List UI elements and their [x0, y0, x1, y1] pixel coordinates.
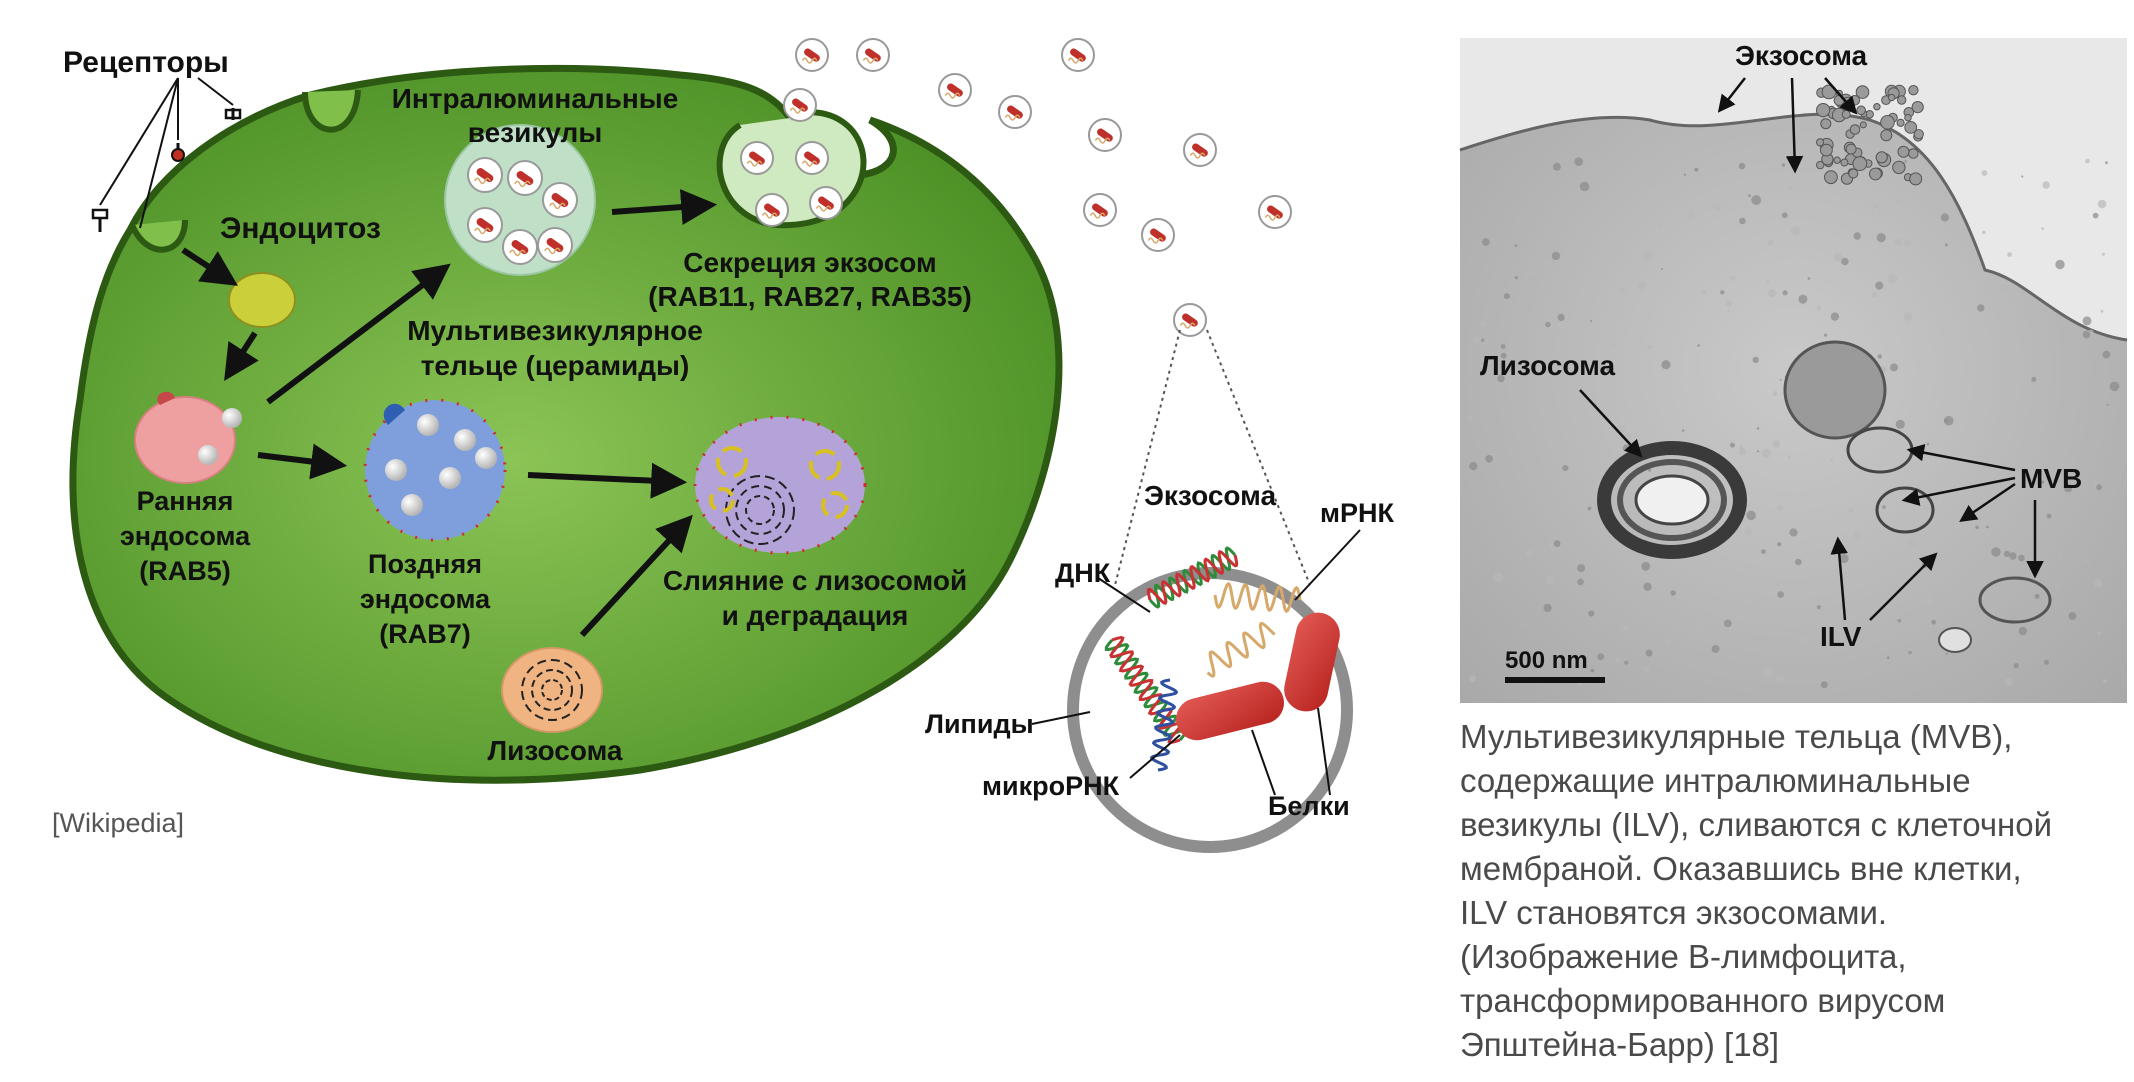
mrna-label: мРНК	[1320, 498, 1394, 528]
arrow-mvb-to-secretion	[611, 189, 718, 226]
exosome-icon	[542, 182, 578, 218]
lysosome-label: Лизосома	[487, 735, 622, 766]
arrow-late-to-fusion	[527, 462, 688, 499]
exosome-icon	[795, 38, 829, 72]
secretion-label-2: (RAB11, RAB27, RAB35)	[648, 281, 972, 312]
early-endosome-label-1: Ранняя	[137, 486, 234, 516]
exosome-icon	[1141, 218, 1175, 252]
fusion-label-1: Слияние с лизосомой	[663, 565, 967, 596]
intraluminal-label-2: везикулы	[468, 117, 602, 148]
cell-membrane	[69, 64, 1063, 784]
multivesicular-body	[444, 124, 596, 276]
endocytic-pit-2	[129, 219, 188, 253]
early-endosome-label-2: эндосома	[120, 521, 251, 551]
micrograph	[1459, 38, 2128, 703]
em-lysosome-label: Лизосома	[1480, 350, 1615, 381]
lysosome-fusion	[693, 415, 867, 555]
early-endosome-label-3: (RAB5)	[139, 556, 231, 586]
late-endosome-label-1: Поздняя	[368, 549, 482, 579]
caption-line: трансформированного вирусом	[1460, 982, 1946, 1019]
late-endosome	[363, 398, 507, 542]
exosome-icon	[1088, 118, 1122, 152]
detail-leader-lines	[1031, 529, 1361, 796]
scale-bar-label: 500 nm	[1505, 647, 1588, 674]
proteins	[1176, 612, 1340, 741]
lipids-label: Липиды	[925, 709, 1034, 739]
receptor-icon	[91, 208, 109, 232]
receptor-icon	[171, 143, 185, 162]
microrna-strand	[1149, 678, 1179, 772]
exosome-icon	[856, 38, 890, 72]
caption-line: Эпштейна-Барр) [18]	[1460, 1026, 1780, 1063]
receptors-label: Рецепторы	[63, 46, 229, 79]
em-mvb-label: MVB	[2020, 463, 2082, 494]
caption-line: содержащие интралюминальные	[1460, 762, 1971, 799]
proteins-label: Белки	[1268, 791, 1350, 821]
exosome-icon	[1183, 133, 1217, 167]
exosome-icon	[537, 227, 573, 263]
exosome-icon	[998, 95, 1032, 129]
endocytosis-label: Эндоцитоз	[220, 212, 381, 245]
released-exosomes	[783, 38, 1292, 337]
pathway-arrows	[181, 189, 718, 638]
exosome-icon	[467, 207, 503, 243]
caption-line: мембраной. Оказавшись вне клетки,	[1460, 850, 2022, 887]
zoom-line-left	[1114, 329, 1181, 586]
exosome-detail	[1067, 546, 1353, 853]
pocket-vesicles	[740, 141, 843, 227]
source-note: [Wikipedia]	[52, 808, 185, 838]
lysosome	[501, 647, 603, 733]
figure-caption: Мультивезикулярные тельца (MVB), содержа…	[1460, 715, 2120, 1067]
exosome-icon	[502, 229, 538, 265]
exosome-icon	[783, 88, 817, 122]
caption-line: (Изображение B-лимфоцита,	[1460, 938, 1907, 975]
exosome-icon	[809, 186, 843, 220]
mvb-label-2: тельце (церамиды)	[421, 350, 690, 381]
caption-line: Мультивезикулярные тельца (MVB),	[1460, 718, 2013, 755]
em-ilv-label: ILV	[1820, 621, 1862, 652]
dna-helix	[1104, 546, 1239, 745]
dna-label: ДНК	[1055, 558, 1111, 588]
late-endosome-label-3: (RAB7)	[379, 619, 471, 649]
em-exosome-label: Экзосома	[1735, 40, 1868, 71]
zoom-line-right	[1206, 329, 1311, 586]
arrow-vesicle-to-early	[224, 331, 259, 382]
intraluminal-label-1: Интралюминальные	[392, 83, 679, 114]
em-lysosome	[1597, 441, 1747, 559]
arrow-early-to-late	[257, 443, 348, 480]
secretion-label-1: Секреция экзосом	[683, 247, 936, 278]
arrow-early-to-mvb	[266, 263, 451, 405]
exosome-icon	[938, 73, 972, 107]
exosome-icon	[740, 141, 774, 175]
arrow-pit-to-vesicle	[181, 247, 239, 286]
late-endosome-label-2: эндосома	[360, 584, 491, 614]
arrow-lysosome-to-fusion	[579, 514, 693, 638]
early-endosome	[134, 391, 242, 484]
exosome-icon	[1083, 193, 1117, 227]
caption-line: везикулы (ILV), сливаются с клеточной	[1460, 806, 2053, 843]
exosome-icon	[795, 141, 829, 175]
fusion-label-2: и деградация	[722, 600, 909, 631]
exosome-icon	[1173, 303, 1207, 337]
exosome-icon	[507, 160, 543, 196]
receptors: Рецепторы	[63, 46, 242, 232]
receptor-icon	[224, 108, 242, 120]
micrograph-arrows	[1579, 77, 2044, 621]
exosome-icon	[755, 193, 789, 227]
endocytic-vesicle	[228, 272, 296, 328]
background-cleared	[1460, 38, 2127, 340]
endocytic-pit-1	[302, 89, 361, 133]
exosome-icon	[1061, 38, 1095, 72]
mvb-label-1: Мультивезикулярное	[407, 315, 703, 346]
microrna-label: микроРНК	[982, 771, 1120, 801]
exosome-icon	[467, 157, 503, 193]
exosome-detail-title: Экзосома	[1144, 480, 1277, 511]
mrna-strand	[1206, 581, 1302, 678]
exosome-icon	[1258, 195, 1292, 229]
caption-line: ILV становятся экзосомами.	[1460, 894, 1888, 931]
